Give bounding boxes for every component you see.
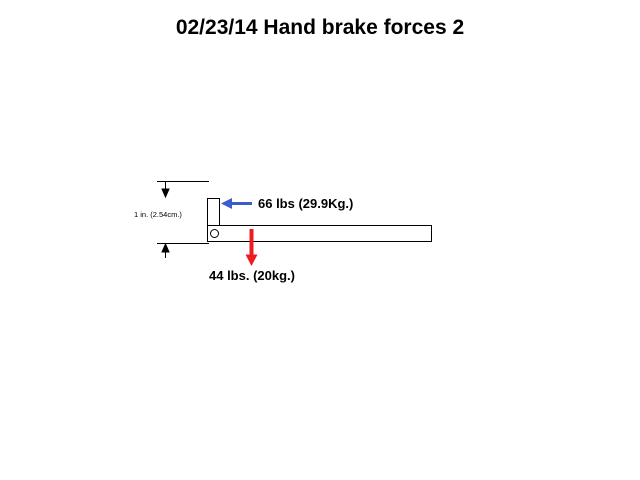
brake-lever	[207, 198, 220, 226]
horizontal-force-label: 66 lbs (29.9Kg.)	[258, 196, 354, 211]
dimension-label: 1 in. (2.54cm.)	[134, 210, 182, 219]
page-title: 02/23/14 Hand brake forces 2	[175, 16, 465, 39]
dimension-down-arrow-head-icon	[161, 188, 170, 199]
dimension-marks	[157, 181, 209, 258]
horizontal-force-arrow-icon	[221, 198, 252, 209]
pivot-circle	[210, 229, 219, 238]
vertical-force-label: 44 lbs. (20kg.)	[209, 268, 295, 283]
dimension-up-arrow-head-icon	[161, 242, 170, 253]
horizontal-force-arrow-head	[221, 198, 232, 209]
brake-arm-bar	[207, 225, 432, 242]
vertical-force-arrow-head	[245, 254, 258, 266]
